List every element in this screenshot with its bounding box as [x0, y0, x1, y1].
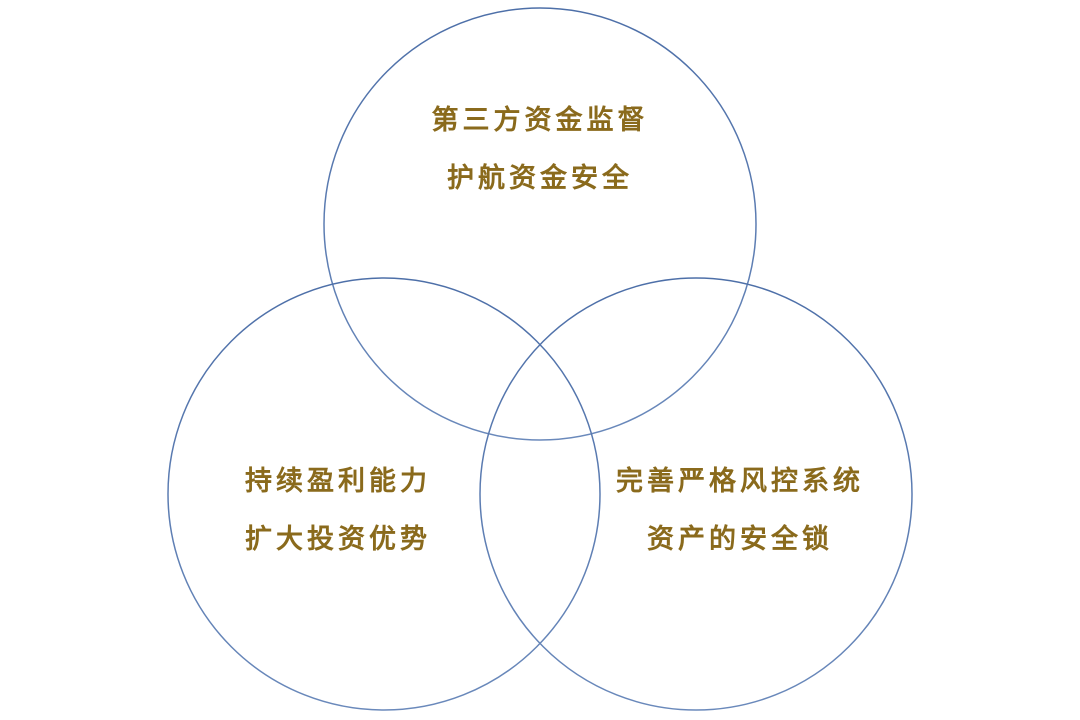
circle-top — [323, 7, 757, 441]
circle-left — [167, 277, 601, 711]
circle-top-line-1: 第三方资金监督 — [431, 105, 649, 136]
circle-right-label: 完善严格风控系统 资产的安全锁 — [580, 453, 900, 569]
circle-left-line-1: 持续盈利能力 — [245, 466, 431, 497]
circle-left-line-2: 扩大投资优势 — [245, 524, 431, 555]
circle-right-line-2: 资产的安全锁 — [647, 524, 833, 555]
circle-right — [479, 277, 913, 711]
circle-left-label: 持续盈利能力 扩大投资优势 — [178, 453, 498, 569]
circle-top-line-2: 护航资金安全 — [447, 163, 633, 194]
circle-top-label: 第三方资金监督 护航资金安全 — [380, 92, 700, 208]
circle-right-line-1: 完善严格风控系统 — [616, 466, 864, 497]
